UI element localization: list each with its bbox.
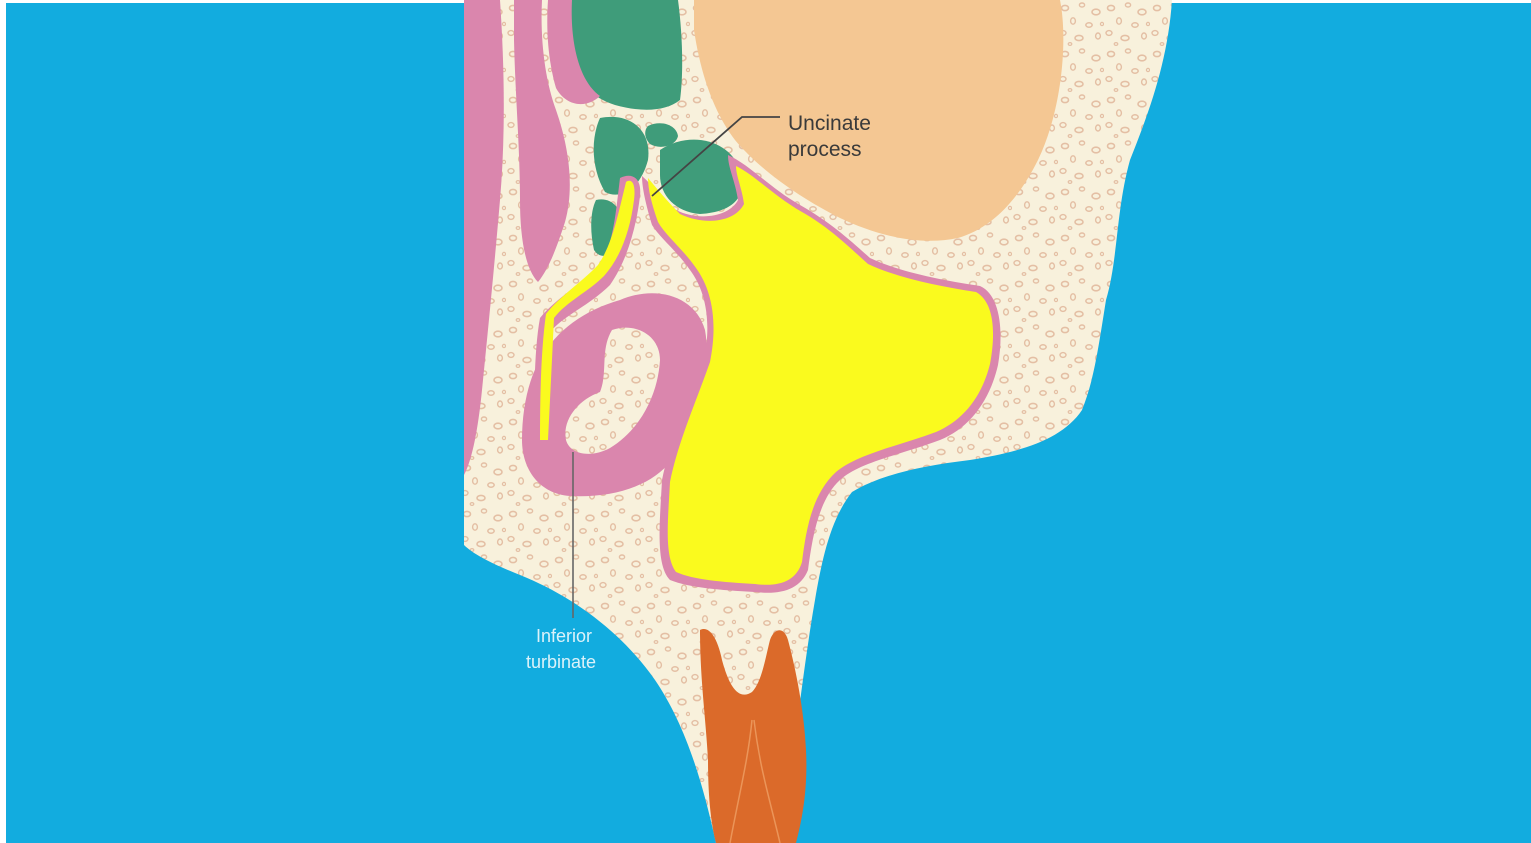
uncinate-label-line2: process — [788, 138, 862, 161]
uncinate-label-line1: Uncinate — [788, 112, 871, 135]
inferior-turbinate-label-line2: turbinate — [526, 652, 596, 672]
left-white-strip — [0, 0, 6, 843]
inferior-turbinate-label-line1: Inferior — [536, 626, 592, 646]
